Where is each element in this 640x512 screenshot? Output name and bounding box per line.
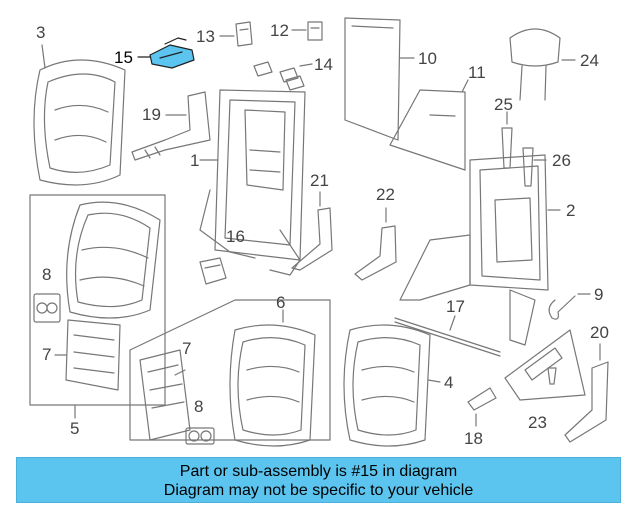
part-7-lumbar-1[interactable] bbox=[54, 319, 121, 391]
part-9-spring[interactable] bbox=[548, 293, 591, 320]
part-22-bracket[interactable] bbox=[354, 207, 397, 281]
callout-7b: 7 bbox=[182, 339, 192, 358]
callout-2: 2 bbox=[566, 201, 576, 220]
part-7-lumbar-2[interactable] bbox=[139, 349, 191, 441]
banner-line-1: Part or sub-assembly is #15 in diagram bbox=[179, 463, 458, 480]
callout-4: 4 bbox=[444, 373, 454, 392]
part-3-seatback-cover[interactable] bbox=[33, 44, 126, 186]
callout-23: 23 bbox=[528, 413, 547, 432]
part-18-clip[interactable] bbox=[467, 387, 497, 427]
callout-11: 11 bbox=[468, 63, 486, 82]
info-banner: Part or sub-assembly is #15 in diagram D… bbox=[16, 457, 621, 503]
part-21-bracket[interactable] bbox=[291, 191, 333, 271]
callout-6: 6 bbox=[276, 293, 286, 312]
part-12-clip[interactable] bbox=[291, 21, 323, 41]
callout-18: 18 bbox=[464, 429, 483, 448]
callout-24: 24 bbox=[580, 51, 599, 70]
part-23-bracket-group[interactable] bbox=[504, 329, 586, 401]
callout-20: 20 bbox=[590, 323, 609, 342]
part-1-seat-frame[interactable] bbox=[199, 89, 306, 276]
callout-14: 14 bbox=[314, 55, 333, 74]
callout-7a: 7 bbox=[42, 345, 52, 364]
callout-12: 12 bbox=[270, 21, 289, 40]
part-13-clip[interactable] bbox=[219, 21, 253, 47]
part-24-headrest[interactable] bbox=[509, 28, 576, 101]
callout-25: 25 bbox=[494, 95, 513, 114]
banner-line-2: Diagram may not be specific to your vehi… bbox=[163, 482, 474, 499]
callout-17: 17 bbox=[446, 297, 465, 316]
part-8-buttons-2[interactable] bbox=[185, 427, 215, 445]
callout-16: 16 bbox=[226, 227, 245, 246]
part-20-cover[interactable] bbox=[564, 343, 609, 443]
part-4-seat-cushion[interactable] bbox=[343, 324, 441, 447]
part-25-guide[interactable] bbox=[501, 111, 513, 169]
part-6-assembly-box[interactable] bbox=[129, 299, 331, 447]
callout-8b: 8 bbox=[194, 397, 204, 416]
part-26-guide[interactable] bbox=[522, 147, 547, 187]
part-2-seat-frame[interactable] bbox=[399, 154, 561, 346]
callout-8a: 8 bbox=[42, 265, 52, 284]
part-16-knob[interactable] bbox=[199, 257, 227, 285]
part-17-rod[interactable] bbox=[394, 315, 501, 357]
part-19-hinge-cover[interactable] bbox=[131, 91, 211, 161]
callout-15: 15 bbox=[114, 48, 133, 67]
part-11-panel[interactable] bbox=[389, 79, 469, 171]
callout-26: 26 bbox=[552, 151, 571, 170]
callout-3: 3 bbox=[36, 23, 46, 42]
callout-5: 5 bbox=[70, 419, 80, 438]
callout-21: 21 bbox=[310, 171, 329, 190]
callout-13: 13 bbox=[196, 27, 215, 46]
callout-9: 9 bbox=[594, 285, 604, 304]
part-15-highlighted[interactable] bbox=[137, 37, 195, 69]
exploded-seat-diagram bbox=[29, 17, 609, 447]
part-8-buttons-1[interactable] bbox=[33, 293, 61, 323]
part-14-clips[interactable] bbox=[253, 61, 313, 91]
part-10-back-panel[interactable] bbox=[344, 17, 415, 141]
callout-19: 19 bbox=[142, 105, 161, 124]
callout-10: 10 bbox=[418, 49, 437, 68]
part-5-assembly-box[interactable] bbox=[29, 194, 166, 419]
callout-1: 1 bbox=[190, 151, 200, 170]
callout-22: 22 bbox=[376, 185, 395, 204]
